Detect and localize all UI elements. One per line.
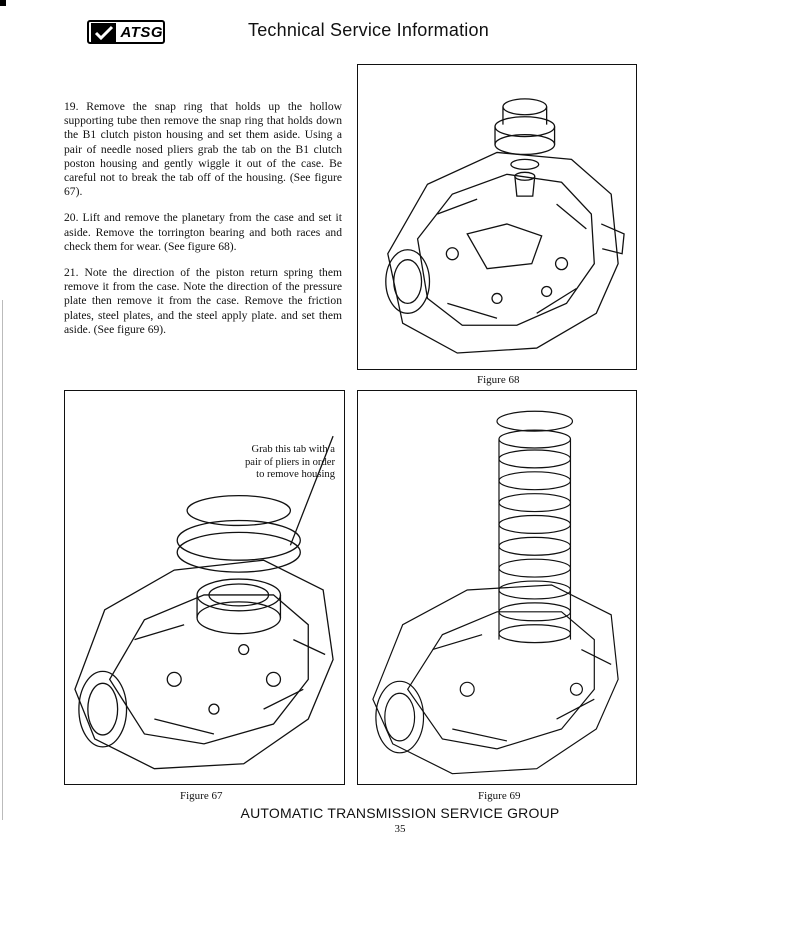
page-title: Technical Service Information: [248, 20, 489, 40]
figure-67-callout: Grab this tab with a pair of pliers in o…: [244, 444, 335, 481]
figure-68: [357, 64, 637, 370]
page-number: 35: [394, 823, 406, 835]
figure-67-caption: Figure 67: [180, 790, 223, 802]
scan-edge-mark: [0, 0, 6, 6]
page-header: ATSG Technical Service Information: [0, 0, 800, 60]
step-19: 19. Remove the snap ring that holds up t…: [64, 100, 342, 199]
scan-edge-line: [2, 300, 3, 820]
atsg-logo: ATSG: [87, 20, 165, 44]
footer-organization: AUTOMATIC TRANSMISSION SERVICE GROUP: [240, 805, 560, 821]
figure-69: [357, 390, 637, 785]
figure-67: [64, 390, 345, 785]
figure-68-illustration: [385, 98, 625, 354]
figure-68-caption: Figure 68: [477, 374, 520, 386]
instruction-text: 19. Remove the snap ring that holds up t…: [64, 100, 342, 349]
figure-69-caption: Figure 69: [478, 790, 521, 802]
figure-67-illustration: [74, 435, 334, 770]
logo-text: ATSG: [120, 23, 163, 41]
checkmark-icon: [91, 22, 117, 42]
step-20: 20. Lift and remove the planetary from t…: [64, 211, 342, 253]
step-21: 21. Note the direction of the piston ret…: [64, 266, 342, 336]
figure-69-illustration: [372, 410, 619, 775]
